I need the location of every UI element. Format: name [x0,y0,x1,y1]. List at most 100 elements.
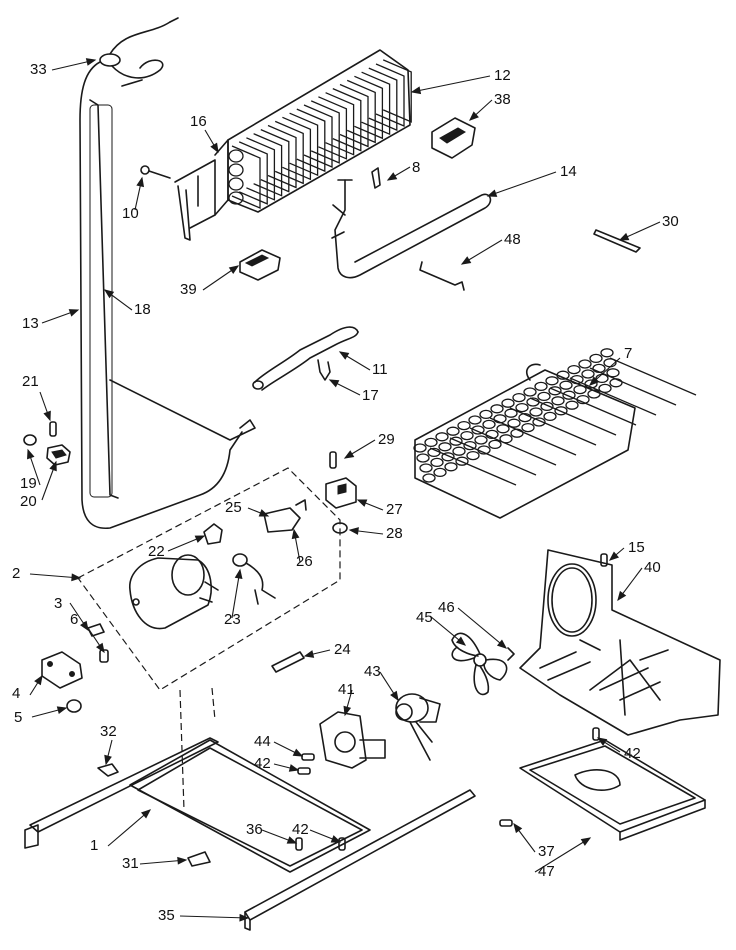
part-28-grommet [332,522,348,534]
leader-arrowhead [348,527,359,535]
leader-arrowhead [286,836,298,844]
part-14-heater [331,179,492,279]
leader-arrowhead [177,856,188,865]
leader-arrowhead [239,913,250,922]
part-31-clip [187,851,211,867]
leader-arrowhead [455,636,467,646]
part-37-screw [499,819,513,827]
callout-33: 33 [30,61,47,78]
callout-3: 3 [54,595,62,612]
callout-30: 30 [662,213,679,230]
part-44-screw [301,753,315,761]
part-24-tube [271,651,305,673]
leader-arrowhead [194,535,206,543]
callout-45: 45 [416,609,433,626]
part-15-screw [600,553,608,567]
part-41-bracket [319,711,386,769]
leader-arrowhead [328,379,340,388]
callout-12: 12 [494,67,511,84]
leader-arrowhead [330,835,342,843]
callout-41: 41 [338,681,355,698]
callout-8: 8 [412,159,420,176]
leader-arrowhead [210,142,219,154]
part-1-base-frame [24,737,371,873]
callout-32: 32 [100,723,117,740]
leader-arrowhead [234,568,243,580]
callout-10: 10 [122,205,139,222]
part-42-screw-mid [297,767,311,775]
part-33-thermostat [99,17,179,87]
leader-arrowhead [343,450,355,459]
leader-arrowhead [617,590,627,602]
leader-arrowhead [96,642,105,654]
part-36-screw [295,837,303,851]
leader-arrowhead [140,809,152,819]
callout-23: 23 [224,611,241,628]
leader-arrowhead [228,265,240,275]
part-23-harness [232,553,276,605]
part-47-drain-pan [519,739,706,841]
leader-line [107,809,151,847]
callout-15: 15 [628,539,645,556]
callout-31: 31 [122,855,139,872]
leader-arrowhead [390,690,399,702]
leader-arrowhead [291,528,300,540]
leader-arrowhead [56,706,68,714]
leader-arrowhead [303,650,315,658]
callout-40: 40 [644,559,661,576]
part-42-screw-lower [338,837,346,851]
callout-48: 48 [504,231,521,248]
part-21-screw [49,421,57,437]
callout-13: 13 [22,315,39,332]
callout-42-right: 42 [624,745,641,762]
part-46-clip [507,647,515,661]
part-22-plug [203,523,223,545]
callout-28: 28 [386,525,403,542]
part-11-drier [252,326,359,391]
leader-arrowhead [513,822,523,834]
leader-arrowhead [386,172,398,181]
leader-arrowhead [469,111,479,121]
leader-arrowhead [618,232,630,241]
leader-arrowhead [27,448,35,460]
leader-line [179,915,249,919]
callout-36: 36 [246,821,263,838]
part-27-bracket [325,477,357,509]
callout-14: 14 [560,163,577,180]
callout-labels: 33 12 38 16 8 14 10 30 48 39 13 18 7 11 … [12,61,679,924]
part-13-suction-line [79,61,256,529]
leader-arrowhead [588,376,599,386]
callout-22: 22 [148,543,165,560]
leader-arrowhead [49,460,57,472]
leader-arrowhead [34,674,43,686]
leader-arrowhead [258,509,270,517]
part-7-condenser [413,348,697,519]
part-8-clip [371,167,381,189]
compressor-panel-outline [77,467,341,811]
leader-arrowhead [103,289,115,299]
part-40-housing [519,549,721,736]
callout-42-mid: 42 [254,755,271,772]
part-10-screw [140,165,171,179]
leader-arrowhead [608,551,620,561]
part-43-motor [395,693,441,761]
part-25-relay [263,499,307,533]
callout-11: 11 [372,361,388,378]
callout-35: 35 [158,907,175,924]
callout-19: 19 [20,475,37,492]
leader-arrowhead [596,737,608,746]
callout-6: 6 [70,611,78,628]
callout-7: 7 [624,345,632,362]
callout-46: 46 [438,599,455,616]
part-16-bracket [174,159,216,241]
callout-37: 37 [538,843,555,860]
part-30-strip [593,229,641,253]
callout-39: 39 [180,281,197,298]
part-20-bracket [46,444,71,466]
callout-21: 21 [22,373,39,390]
leader-line [487,171,557,197]
leader-arrowhead [104,754,112,766]
leader-arrowhead [68,309,80,317]
callout-26: 26 [296,553,313,570]
